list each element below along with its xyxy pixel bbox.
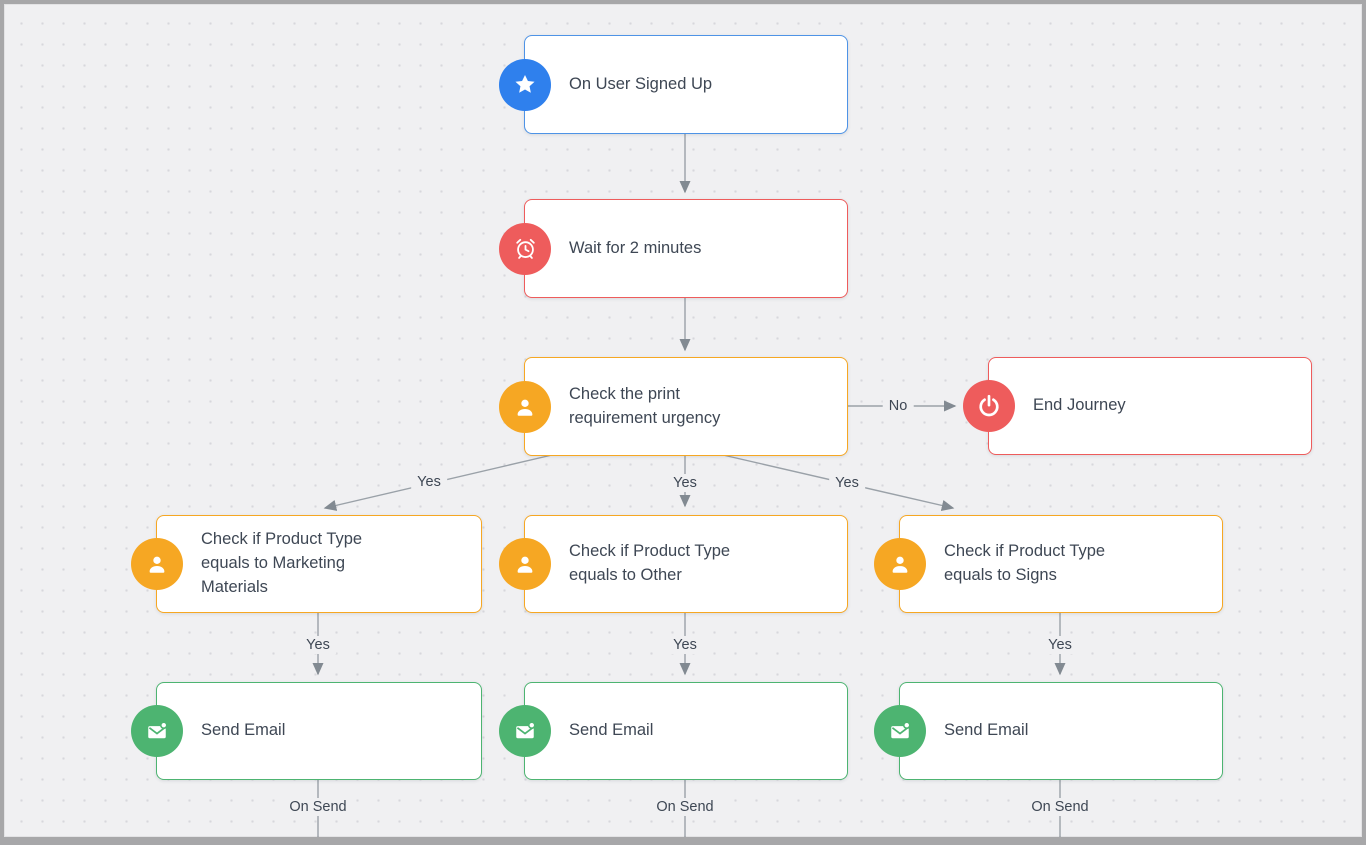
edge-label-no: No (882, 397, 914, 415)
node-check-product-other[interactable]: Check if Product Type equals to Other (499, 515, 848, 613)
node-label: Wait for 2 minutes (569, 238, 702, 257)
star-icon (499, 58, 551, 111)
power-icon (963, 380, 1015, 432)
person-icon (499, 538, 551, 590)
email-icon (874, 705, 926, 757)
node-label: Check the print requirement urgency (569, 384, 721, 427)
node-label: On User Signed Up (569, 74, 713, 93)
person-icon (499, 380, 551, 433)
node-label: Check if Product Type equals to Other (569, 542, 731, 584)
node-label: End Journey (1033, 396, 1126, 415)
node-label: Send Email (569, 721, 654, 740)
edge-label-on-send: On Send (1025, 798, 1095, 816)
person-icon (874, 538, 926, 590)
edge-label-yes: Yes (829, 474, 865, 492)
node-check-product-signs[interactable]: Check if Product Type equals to Signs (874, 515, 1223, 613)
edge-label-yes: Yes (411, 473, 447, 491)
email-icon (499, 705, 551, 757)
edge-label-yes: Yes (300, 636, 336, 654)
node-label: Check if Product Type equals to Marketin… (201, 530, 363, 596)
node-check-urgency[interactable]: Check the print requirement urgency (499, 357, 848, 456)
node-send-email-signs[interactable]: Send Email (874, 682, 1223, 780)
node-wait-delay[interactable]: Wait for 2 minutes (499, 199, 848, 298)
node-send-email-other[interactable]: Send Email (499, 682, 848, 780)
edge-label-on-send: On Send (283, 798, 353, 816)
edge-label-yes: Yes (1042, 636, 1078, 654)
email-icon (131, 705, 183, 757)
person-icon (131, 538, 183, 590)
edge-label-on-send: On Send (650, 798, 720, 816)
node-trigger-user-signed-up[interactable]: On User Signed Up (499, 35, 848, 134)
edge-label-yes: Yes (667, 636, 703, 654)
node-end-journey[interactable]: End Journey (963, 357, 1312, 455)
edge-label-yes: Yes (667, 474, 703, 492)
node-check-product-marketing-materials[interactable]: Check if Product Type equals to Marketin… (131, 515, 482, 613)
node-label: Send Email (944, 721, 1029, 740)
node-send-email-marketing[interactable]: Send Email (131, 682, 482, 780)
node-label: Send Email (201, 721, 286, 740)
node-label: Check if Product Type equals to Signs (944, 542, 1106, 584)
alarm-clock-icon (499, 222, 551, 275)
